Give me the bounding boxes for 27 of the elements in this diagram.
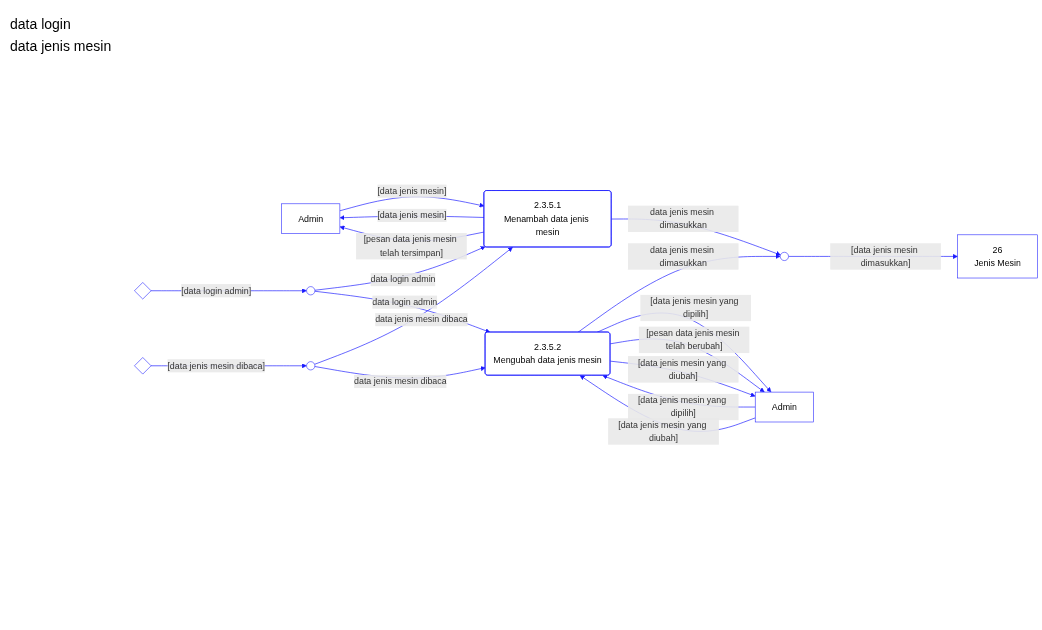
edge-label: data jenis mesin dimasukkan <box>649 245 715 268</box>
edge-label: [data jenis mesin dibaca] <box>167 361 265 371</box>
edge-label: [pesan data jenis mesin telah berubah] <box>646 328 740 352</box>
edge-label: [data jenis mesin yang diubah] <box>618 420 707 443</box>
edge-label: [data jenis mesin yang dipilih] <box>650 296 739 320</box>
node-box: Admin <box>754 392 814 423</box>
node-circle <box>306 286 316 296</box>
edge-label: [data jenis mesin] <box>377 186 447 196</box>
flow-note: data jenis mesin <box>10 38 113 54</box>
edge-label: data login admin <box>372 297 438 307</box>
edge-label: [data jenis mesin yang diubah] <box>637 358 727 381</box>
flow-note: data login <box>10 16 72 32</box>
node-circle <box>306 361 316 371</box>
edge-label: [data jenis mesin dimasukkan] <box>851 245 918 268</box>
edge-label: data jenis mesin dibaca <box>354 376 447 387</box>
node-diamond <box>134 357 152 375</box>
edge-label: data login admin <box>370 275 436 285</box>
node-diamond <box>134 282 152 300</box>
edge-label: [pesan data jenis mesin telah tersimpan] <box>363 235 457 258</box>
edge-label: data jenis mesin dibaca <box>375 315 468 325</box>
node-box: Admin <box>281 203 341 235</box>
edge-label: [data login admin] <box>181 286 252 296</box>
edge-label: [data jenis mesin] <box>377 210 447 221</box>
edge-label: data jenis mesin dimasukkan <box>649 207 715 231</box>
edge-label: [data jenis mesin yang dipilih] <box>637 395 727 419</box>
node-circle <box>779 252 789 262</box>
node-box: 26 Jenis Mesin <box>957 234 1038 279</box>
